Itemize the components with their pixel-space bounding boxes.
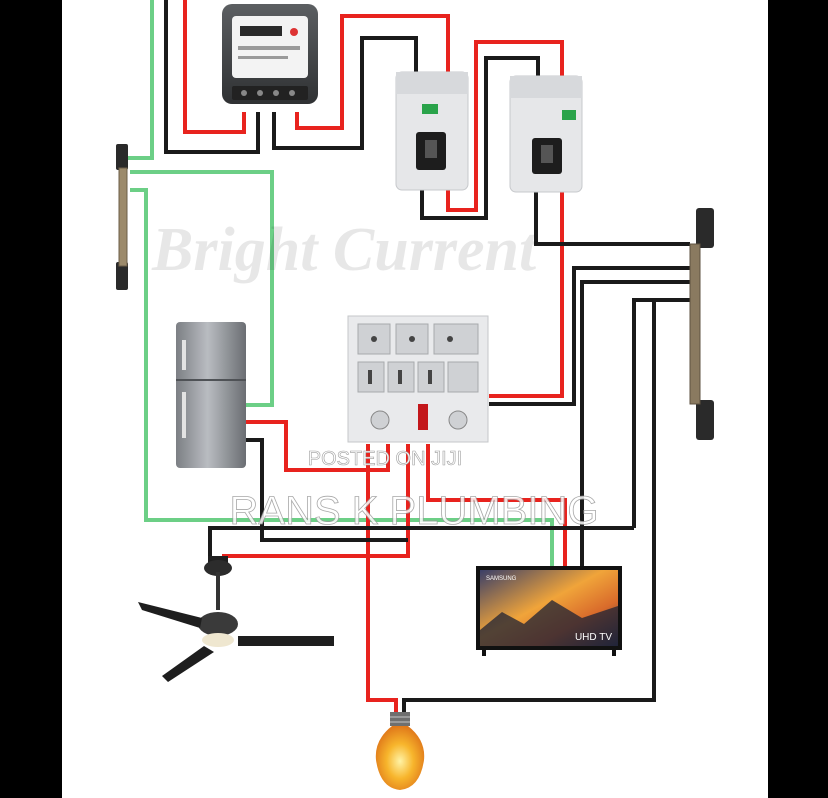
neutral-wire-main xyxy=(208,526,634,556)
live-wire-breaker2-panel xyxy=(489,185,564,398)
circuit-breaker-icon xyxy=(395,71,469,191)
ceiling-fan-icon xyxy=(138,556,334,682)
neutral-wire-breaker1-breaker2 xyxy=(420,56,540,220)
posted-on-watermark: POSTED ON JIJI xyxy=(308,448,462,470)
tv-icon: SAMSUNG UHD TV xyxy=(476,566,622,656)
wiring-diagram-canvas: SAMSUNG UHD TV Bright Current POSTED ON … xyxy=(62,0,768,798)
neutral-wire-tv xyxy=(580,280,692,567)
neutral-wire-meter-breaker1 xyxy=(272,36,418,150)
socket-panel-icon xyxy=(347,315,489,443)
neutral-wire-panel xyxy=(489,266,692,406)
live-wire-fridge xyxy=(246,420,390,472)
neutral-wire-fan xyxy=(632,298,692,528)
bulb-icon xyxy=(375,712,425,790)
neutral-wire-supply xyxy=(164,0,260,154)
live-wire-group xyxy=(183,0,567,712)
earth-wire-supply xyxy=(124,0,154,160)
live-wire-bulb xyxy=(366,444,398,712)
ghost-brand-watermark: Bright Current xyxy=(151,216,538,284)
neutral-wire-fridge xyxy=(246,438,408,542)
neutral-wire-group xyxy=(164,0,692,712)
terminal-bar-icon xyxy=(689,208,714,440)
live-wire-breaker1-breaker2 xyxy=(446,40,564,212)
energy-meter-icon xyxy=(222,4,318,104)
circuit-breaker-icon xyxy=(509,75,583,193)
live-wire-tv xyxy=(426,444,567,567)
earth-wire-fridge xyxy=(130,170,274,407)
live-wire-fan xyxy=(222,444,410,558)
tv-logo-label: SAMSUNG xyxy=(486,576,517,582)
wiring-diagram-svg: SAMSUNG UHD TV Bright Current POSTED ON … xyxy=(116,0,714,790)
neutral-wire-bulb xyxy=(402,300,656,712)
tv-uhd-badge: UHD TV xyxy=(575,632,612,643)
earth-wire-main xyxy=(130,188,554,567)
live-wire-supply xyxy=(183,0,246,134)
neutral-wire-breaker2-bar xyxy=(534,185,690,246)
terminal-bar-icon xyxy=(116,144,128,290)
fridge-icon xyxy=(176,322,246,468)
earth-wire-group xyxy=(124,0,554,567)
seller-watermark: RANS K PLUMBING xyxy=(230,489,599,533)
live-wire-meter-breaker1 xyxy=(295,14,450,130)
